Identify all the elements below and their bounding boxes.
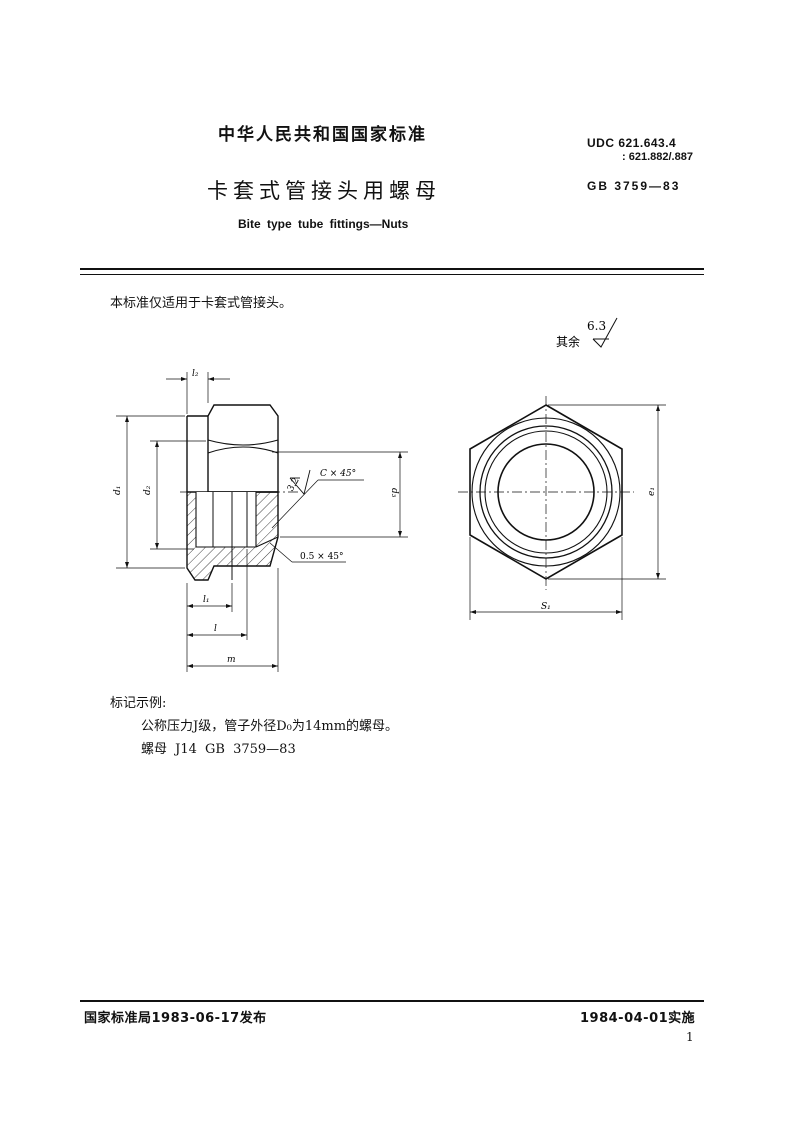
dim-label-d3: d₃ [389, 488, 399, 498]
footer-rule [80, 1000, 704, 1002]
dim-label-m: m [227, 655, 236, 665]
local-roughness-value: 3.2 [286, 476, 302, 493]
udc-code-cont: : 621.882/.887 [622, 151, 693, 163]
chamfer-label-small: 0.5 × 45° [300, 552, 344, 562]
document-title: 卡套式管接头用螺母 [207, 179, 441, 203]
nut-end-view [458, 396, 666, 620]
example-heading: 标记示例: [110, 696, 167, 711]
scope-text: 本标准仅适用于卡套式管接头。 [110, 296, 293, 311]
document-subtitle-en: Bite type tube fittings—Nuts [238, 217, 409, 231]
header-rule-thin [80, 274, 704, 275]
dim-label-s1: S₁ [541, 602, 551, 612]
example-designation: 螺母 J14 GB 3759—83 [141, 742, 296, 757]
roughness-prefix: 其余 [556, 334, 580, 349]
issue-date: 国家标准局1983-06-17发布 [84, 1011, 267, 1026]
roughness-symbol-general [592, 317, 618, 348]
example-description: 公称压力J级，管子外径D₀为14mm的螺母。 [141, 719, 399, 734]
dim-label-e1: e₁ [647, 487, 657, 496]
dim-label-d2: d₂ [143, 485, 153, 495]
dim-label-l1: l₁ [203, 595, 210, 605]
dim-label-d1: d₁ [113, 486, 123, 495]
udc-code: UDC 621.643.4 [587, 136, 677, 150]
chamfer-label-c: C × 45° [320, 469, 356, 479]
dim-label-l: l [214, 624, 217, 634]
dim-label-l2: l₂ [192, 369, 199, 379]
page-number: 1 [686, 1030, 694, 1044]
standard-number: GB 3759—83 [587, 179, 681, 193]
header-rule-thick [80, 268, 704, 270]
issuing-country-standard: 中华人民共和国国家标准 [218, 125, 427, 145]
effective-date: 1984-04-01实施 [580, 1011, 696, 1026]
nut-side-view [116, 372, 408, 672]
roughness-value: 6.3 [587, 319, 606, 333]
